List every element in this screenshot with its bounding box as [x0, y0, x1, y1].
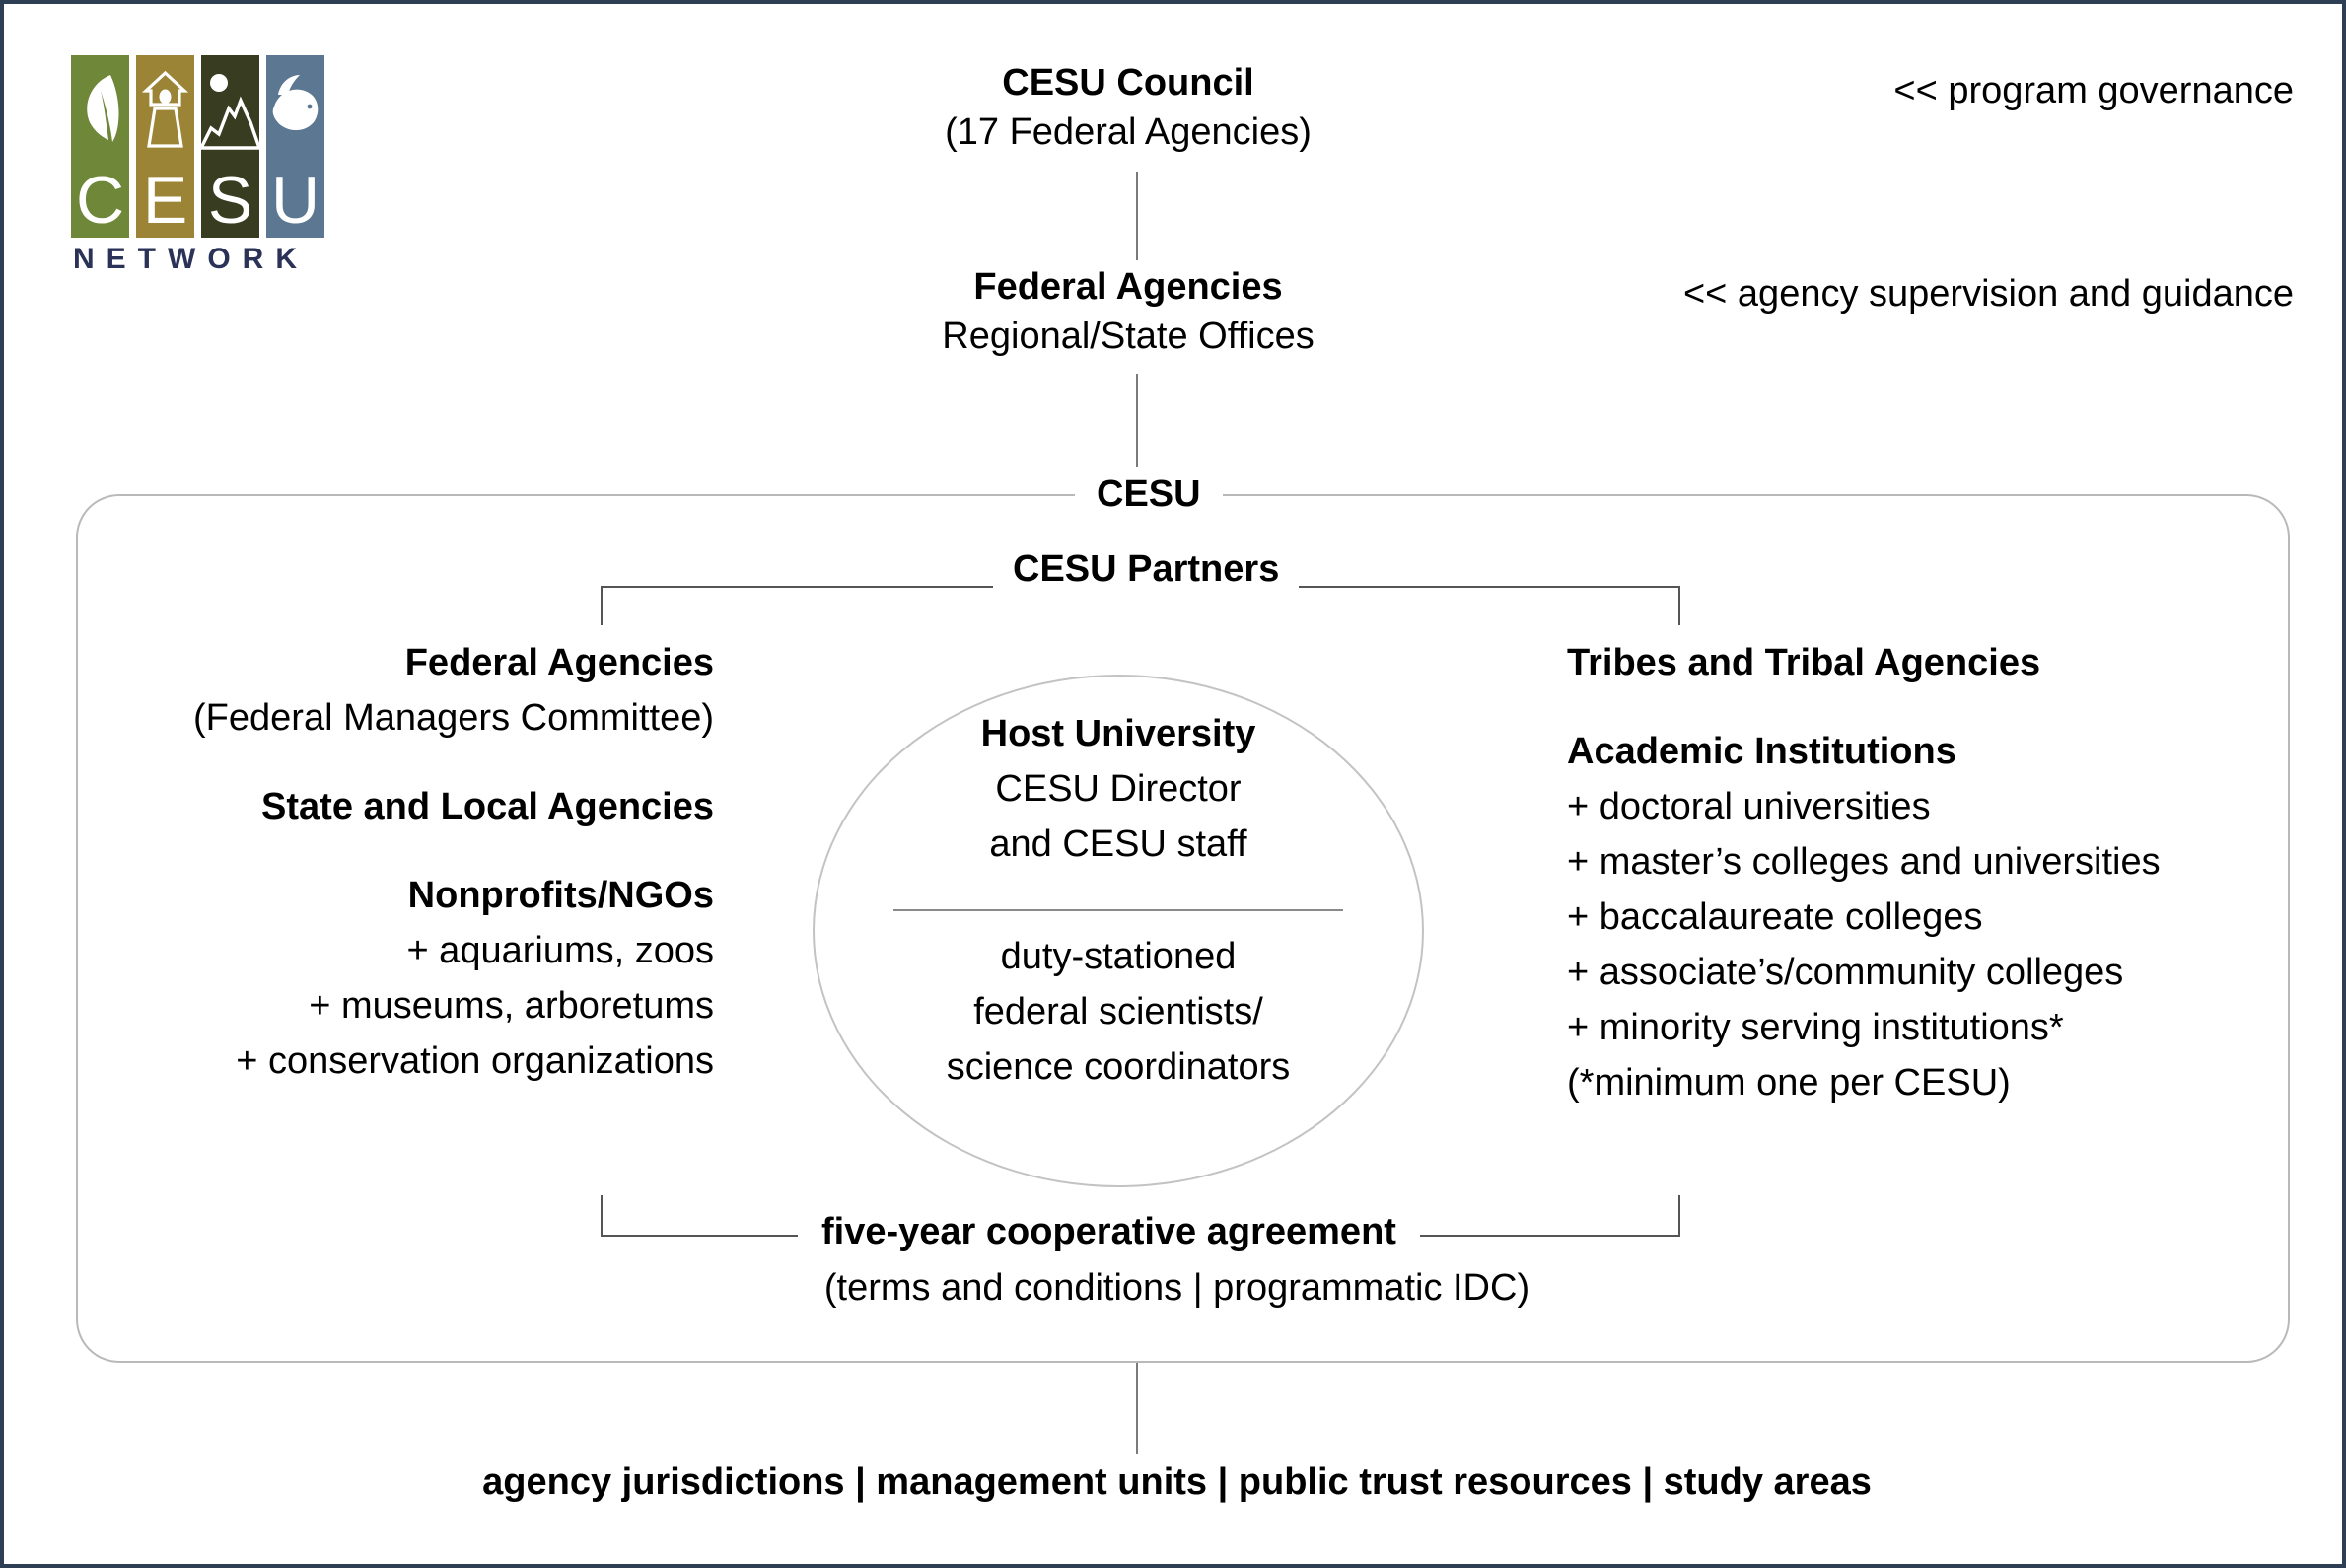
right-partner-column: Tribes and Tribal Agencies Academic Inst… [1567, 635, 2316, 1110]
right-group-heading: Academic Institutions [1567, 731, 1956, 772]
mountain-sun-icon [201, 74, 259, 150]
agreement-label: five-year cooperative agreement [798, 1205, 1420, 1258]
host-university-line: federal scientists/ [973, 991, 1263, 1033]
right-group-item: + doctoral universities [1567, 786, 1931, 827]
left-group-heading: Federal Agencies [404, 642, 714, 683]
right-group-item: (*minimum one per CESU) [1567, 1062, 2011, 1104]
connector-council-to-agencies [1136, 172, 1138, 260]
logo-wordmark: NETWORK [73, 243, 309, 275]
column-spacer [1567, 690, 2316, 724]
cesu-council-node: CESU Council (17 Federal Agencies) [773, 58, 1483, 157]
cesu-network-logo: C E S [71, 55, 347, 275]
left-group-heading: State and Local Agencies [261, 786, 714, 827]
fish-icon [272, 75, 319, 131]
agreement-bracket-right-leg [1678, 1195, 1680, 1237]
connector-agencies-to-cesu [1136, 374, 1138, 494]
footer-scope-line: agency jurisdictions | management units … [482, 1461, 1872, 1503]
host-university-line: CESU Director [995, 768, 1242, 810]
right-group-heading: Tribes and Tribal Agencies [1567, 642, 2041, 683]
logo-panel-lighthouse: E [136, 55, 194, 238]
partner-group-federal-agencies: Federal Agencies (Federal Managers Commi… [83, 635, 714, 746]
logo-panel-leaf: C [71, 55, 129, 238]
annotation-agency-supervision: << agency supervision and guidance [1682, 273, 2294, 315]
right-group-item: + master’s colleges and universities [1567, 841, 2161, 883]
right-group-item: + associate’s/community colleges [1567, 952, 2124, 993]
annotation-program-governance: << program governance [1893, 70, 2294, 111]
lighthouse-icon [141, 70, 189, 148]
cesu-council-subtitle: (17 Federal Agencies) [945, 111, 1312, 153]
partners-bracket-left-leg [601, 586, 603, 625]
host-university-line: science coordinators [946, 1046, 1291, 1088]
left-group-item: + aquariums, zoos [406, 930, 714, 971]
leaf-icon [87, 75, 119, 142]
federal-agencies-title: Federal Agencies [973, 266, 1283, 308]
logo-panel-group: C E S [71, 55, 324, 238]
host-university-heading: Host University [980, 713, 1256, 754]
host-university-line: duty-stationed [1000, 936, 1237, 977]
partners-bracket-right-leg [1678, 586, 1680, 625]
logo-panel-mountain: S [201, 55, 259, 238]
host-university-line: and CESU staff [989, 823, 1247, 865]
cesu-partners-label: CESU Partners [993, 541, 1300, 597]
cesu-council-title: CESU Council [1002, 62, 1254, 104]
left-group-item: (Federal Managers Committee) [193, 697, 714, 739]
logo-letter-s: S [207, 163, 253, 238]
connector-cesu-to-footer [1136, 1363, 1138, 1454]
logo-letter-c: C [75, 163, 125, 238]
left-group-item: + museums, arboretums [309, 985, 714, 1027]
federal-agencies-node: Federal Agencies Regional/State Offices [773, 262, 1483, 361]
left-partner-column: Federal Agencies (Federal Managers Commi… [83, 635, 714, 1089]
partner-group-academic: Academic Institutions + doctoral univers… [1567, 724, 2316, 1110]
host-university-ellipse [813, 675, 1424, 1187]
left-group-heading: Nonprofits/NGOs [407, 875, 714, 916]
right-group-item: + baccalaureate colleges [1567, 896, 1983, 938]
left-group-item: + conservation organizations [236, 1040, 714, 1082]
right-group-item: + minority serving institutions* [1567, 1007, 2064, 1048]
partner-group-nonprofits: Nonprofits/NGOs + aquariums, zoos + muse… [83, 868, 714, 1089]
logo-panel-fish: U [266, 55, 324, 238]
agreement-subtitle: (terms and conditions | programmatic IDC… [823, 1267, 1530, 1309]
logo-letter-e: E [142, 163, 188, 238]
agreement-bracket-left-leg [601, 1195, 603, 1237]
cesu-box-label: CESU [1075, 467, 1223, 521]
column-spacer [83, 834, 714, 868]
partner-group-tribes: Tribes and Tribal Agencies [1567, 635, 2316, 690]
federal-agencies-subtitle: Regional/State Offices [942, 316, 1315, 357]
logo-letter-u: U [270, 163, 320, 238]
host-university-node: Host University CESU Director and CESU s… [818, 706, 1419, 1095]
host-university-divider [893, 909, 1343, 911]
column-spacer [83, 746, 714, 779]
partner-group-state-local: State and Local Agencies [83, 779, 714, 834]
host-divider-spacer [818, 872, 1419, 929]
